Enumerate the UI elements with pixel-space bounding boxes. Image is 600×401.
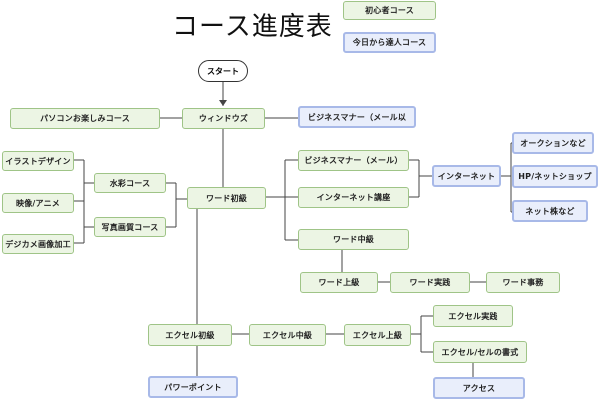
- node-excel-mid: エクセル中級: [249, 324, 326, 346]
- node-auction: オークションなど: [512, 132, 594, 154]
- node-internet: インターネット: [432, 165, 501, 187]
- node-hp-shop: HP/ネットショップ: [512, 165, 598, 188]
- node-windows: ウィンドウズ: [182, 108, 265, 129]
- node-word-advanced: ワード上級: [300, 272, 378, 293]
- node-excel-basic: エクセル初級: [148, 324, 232, 346]
- node-movie-anime: 映像/アニメ: [2, 193, 74, 213]
- legend-advanced-course: 今日から達人コース: [343, 32, 436, 53]
- node-word-basic: ワード初級: [187, 187, 266, 209]
- node-business-manner-top: ビジネスマナー（メール以: [298, 106, 416, 128]
- node-word-practice: ワード実践: [390, 272, 470, 293]
- node-pc-fun-course: パソコンお楽しみコース: [10, 108, 160, 129]
- node-access: アクセス: [433, 377, 525, 399]
- node-business-manner: ビジネスマナー（メール）: [298, 150, 409, 171]
- node-internet-course: インターネット講座: [298, 187, 409, 208]
- node-digicame: デジカメ画像加工: [2, 234, 74, 254]
- node-photo: 写真画質コース: [94, 217, 166, 237]
- node-word-mid: ワード中級: [298, 229, 409, 250]
- node-suisai: 水彩コース: [94, 173, 166, 193]
- node-net-stock: ネット株など: [512, 200, 588, 222]
- node-powerpoint: パワーポイント: [148, 376, 238, 398]
- node-excel-advanced: エクセル上級: [344, 324, 411, 346]
- node-illust-design: イラストデザイン: [2, 151, 74, 171]
- node-excel-practice: エクセル実践: [433, 305, 513, 327]
- legend-beginner-course: 初心者コース: [343, 1, 436, 20]
- node-word-office: ワード事務: [486, 272, 560, 293]
- start-node: スタート: [198, 60, 248, 82]
- node-excel-cell-format: エクセル/セルの書式: [433, 341, 527, 363]
- page-title: コース進度表: [172, 12, 333, 42]
